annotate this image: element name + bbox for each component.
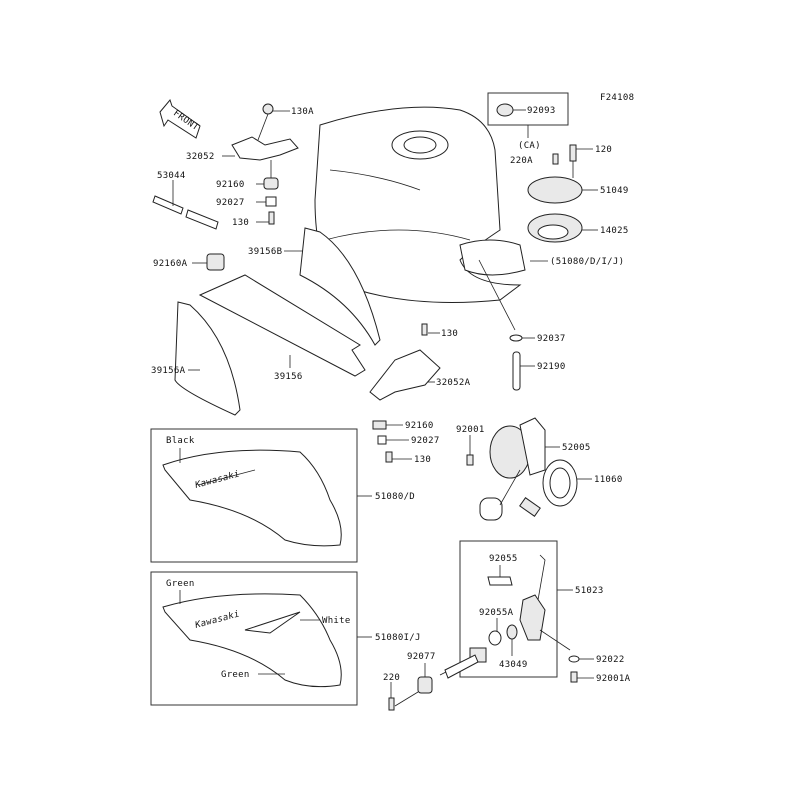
label-39156: 39156 (274, 372, 303, 382)
label-51023: 51023 (575, 586, 604, 596)
label-130: 130 (414, 455, 431, 465)
label-white: White (322, 616, 351, 626)
label-92160A: 92160A (153, 259, 188, 269)
label-51080-all: (51080/D/I/J) (550, 257, 624, 267)
pad-39156 (198, 274, 366, 377)
grommet-92160A (206, 253, 225, 271)
label-ca: (CA) (518, 141, 541, 151)
decal-box-green (150, 571, 358, 706)
fuel-tap-box (459, 540, 558, 678)
front-arrow-icon: FRONT (159, 98, 201, 139)
label-220A: 220A (510, 156, 533, 166)
label-14025: 14025 (600, 226, 629, 236)
label-green-bottom: Green (221, 670, 250, 680)
label-92037: 92037 (537, 334, 566, 344)
label-51049: 51049 (600, 186, 629, 196)
knob-92077 (417, 676, 433, 694)
label-black: Black (166, 436, 195, 446)
fuel-pump-52005 (479, 417, 546, 521)
label-130: 130 (441, 329, 458, 339)
label-51080D: 51080/D (375, 492, 415, 502)
label-130: 130 (232, 218, 249, 228)
label-39156A: 39156A (151, 366, 186, 376)
label-92055A: 92055A (479, 608, 514, 618)
label-120: 120 (595, 145, 612, 155)
label-220: 220 (383, 673, 400, 683)
label-43049: 43049 (499, 660, 528, 670)
label-green-top: Green (166, 579, 195, 589)
label-39156B: 39156B (248, 247, 282, 257)
decal-box-black (150, 428, 358, 563)
label-130A: 130A (291, 107, 314, 117)
label-51080IJ: 51080I/J (375, 633, 421, 643)
cap-51049 (527, 176, 583, 204)
label-11060: 11060 (594, 475, 623, 485)
bolt-130A (262, 103, 274, 115)
label-92001A: 92001A (596, 674, 631, 684)
label-92001: 92001 (456, 425, 485, 435)
label-92077: 92077 (407, 652, 436, 662)
label-92190: 92190 (537, 362, 566, 372)
label-32052A: 32052A (436, 378, 471, 388)
bracket-32052 (231, 136, 299, 161)
fuel-tap-51023 (519, 594, 546, 641)
label-52005: 52005 (562, 443, 591, 453)
bracket-32052A (369, 349, 441, 401)
label-92055: 92055 (489, 554, 518, 564)
label-92027: 92027 (216, 198, 245, 208)
label-92160: 92160 (216, 180, 245, 190)
label-92022: 92022 (596, 655, 625, 665)
diagram-code: F24108 (600, 93, 634, 103)
pad-39156A (174, 301, 241, 416)
label-92027: 92027 (411, 436, 440, 446)
label-53044: 53044 (157, 171, 186, 181)
label-92160: 92160 (405, 421, 434, 431)
label-92093: 92093 (527, 106, 556, 116)
label-32052: 32052 (186, 152, 215, 162)
grommet-92160 (263, 177, 279, 190)
pad-39156B (299, 227, 381, 346)
